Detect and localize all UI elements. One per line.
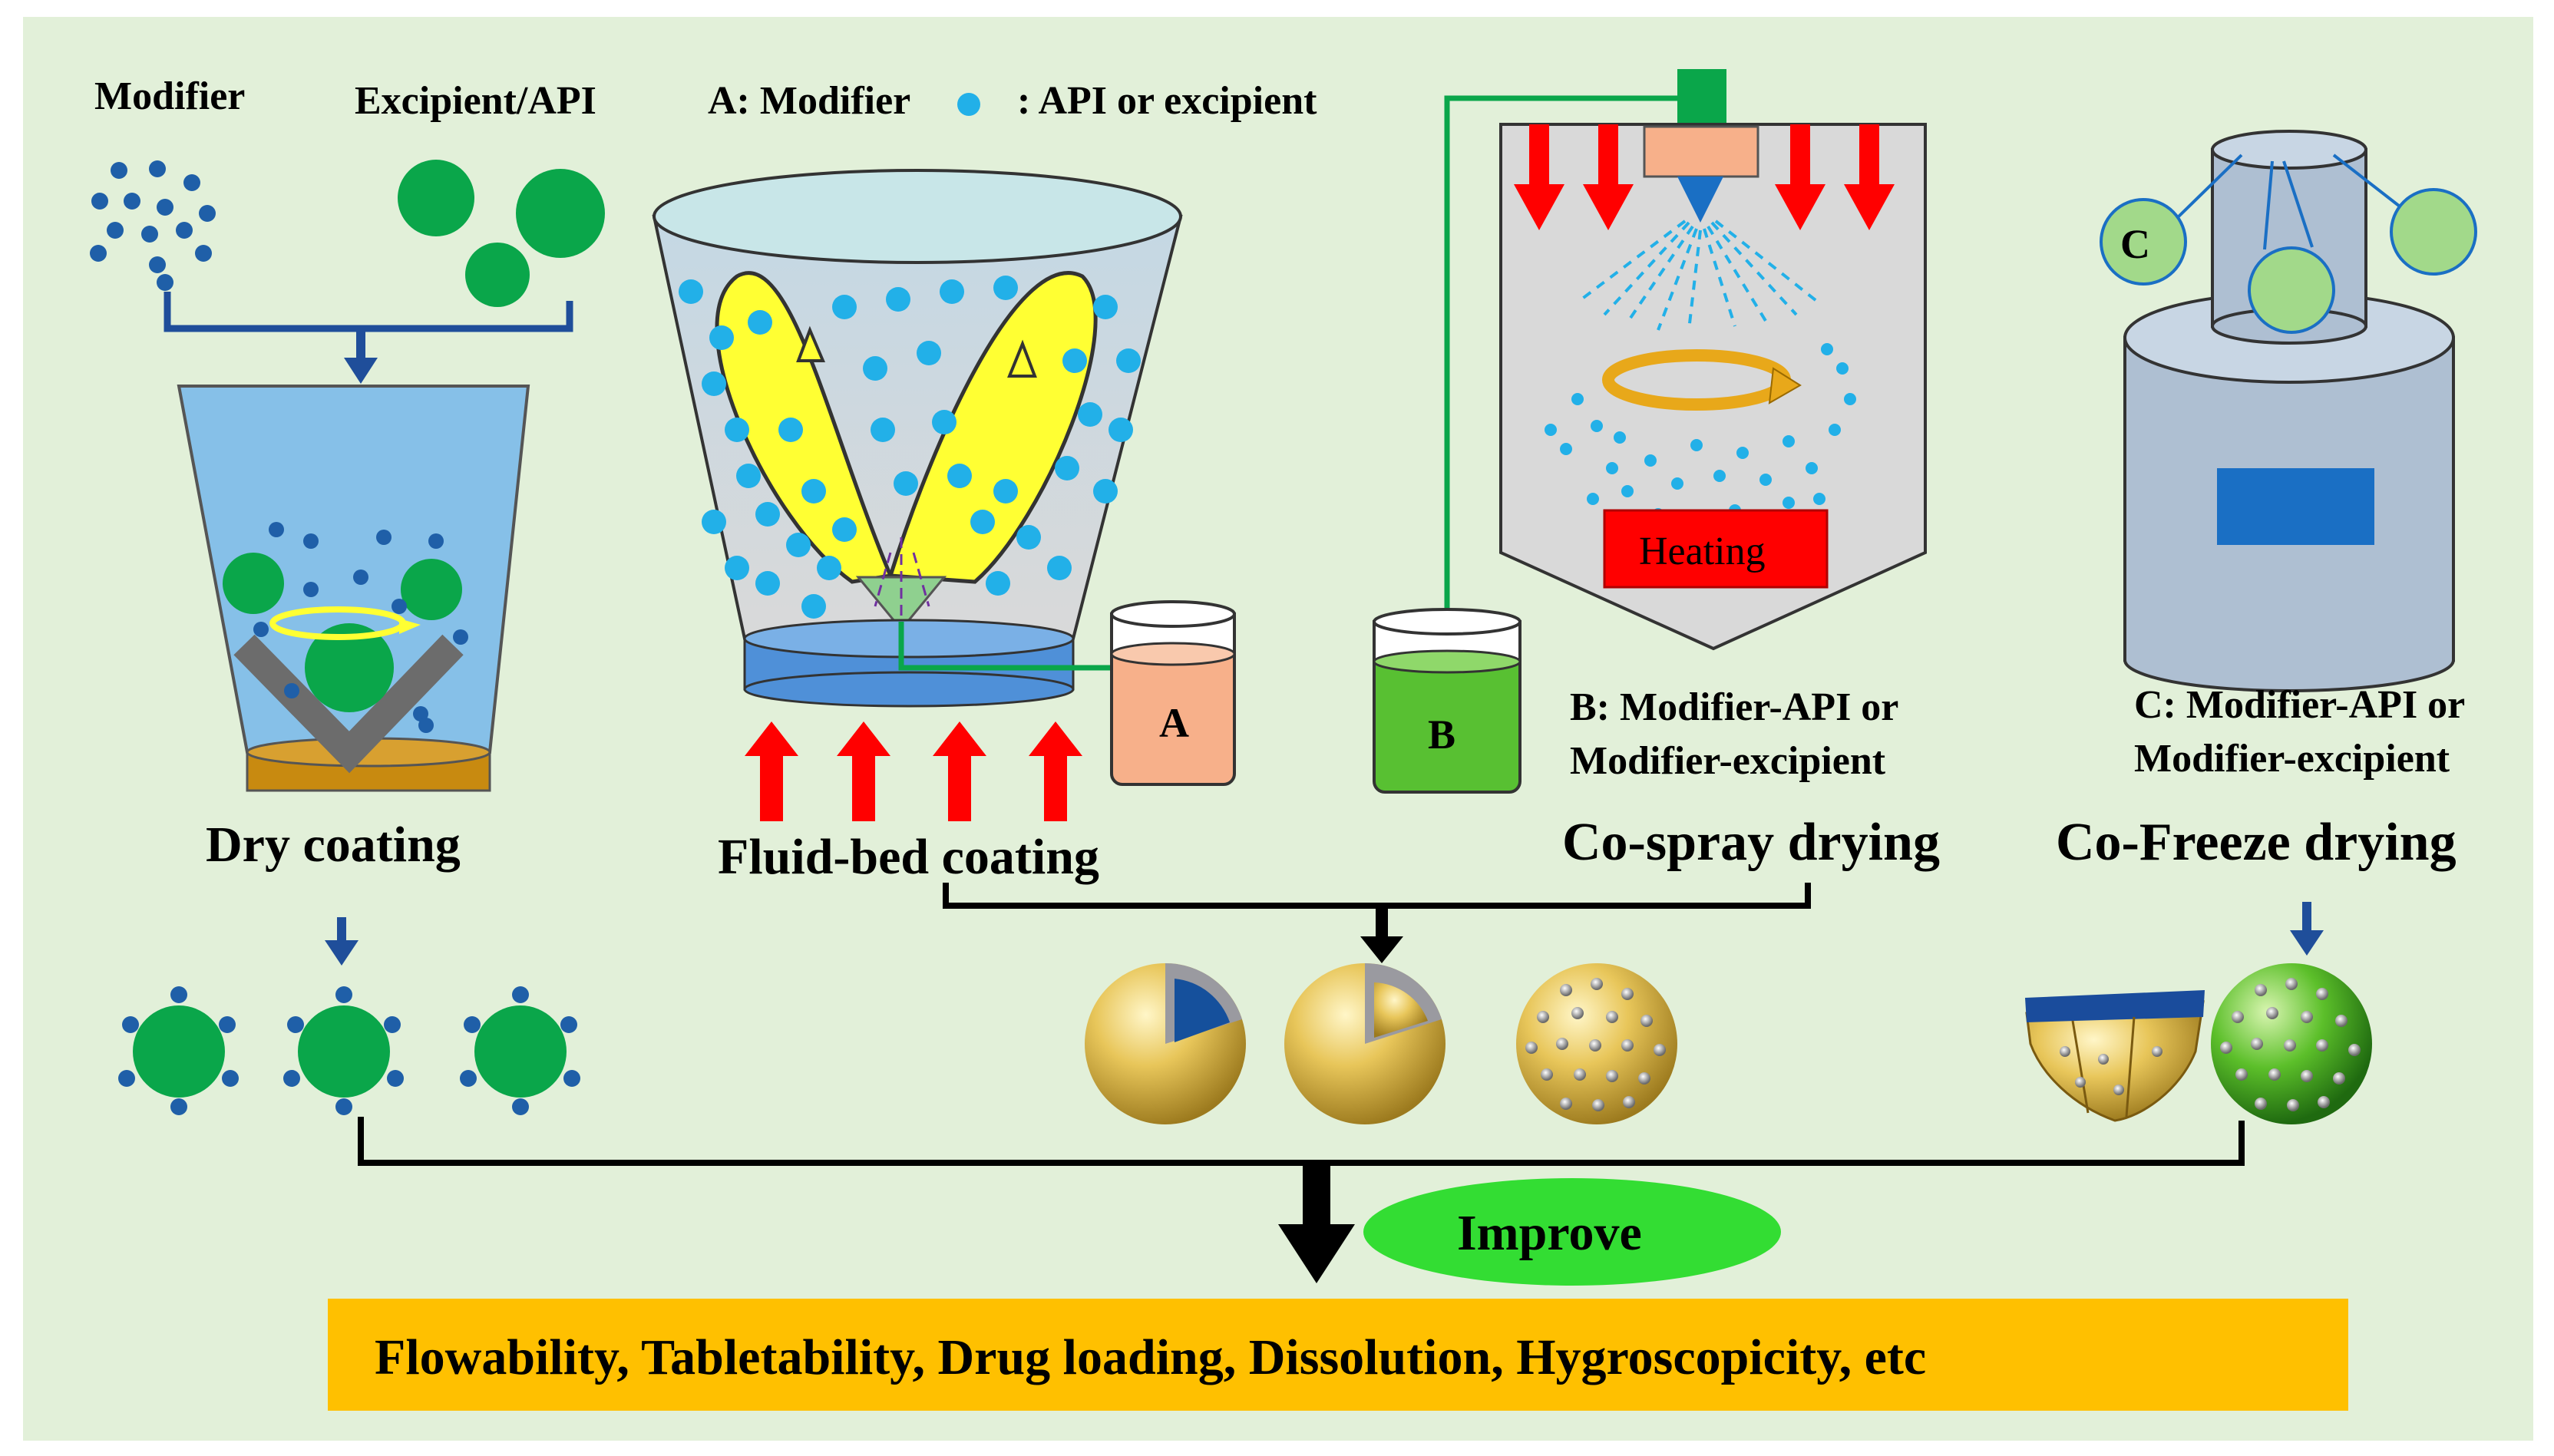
spray-chamber (1499, 123, 1927, 651)
legend-api-label: : API or excipient (1017, 79, 1317, 123)
hollow-shell-particle (1284, 963, 1446, 1124)
excipient-api-label: Excipient/API (355, 79, 596, 123)
matrix-particle-gold (1516, 963, 1677, 1124)
b-description-line1: B: Modifier-API or (1570, 685, 1898, 729)
beaker-a-label: A (1159, 700, 1189, 746)
beaker-b-label: B (1428, 711, 1455, 758)
c-description-line2: Modifier-excipient (2134, 737, 2450, 781)
feed-line-b (1444, 95, 1681, 660)
fluid-bed-chamber (652, 169, 1183, 708)
benefits-box (328, 1299, 2348, 1411)
beaker-a (1110, 600, 1236, 786)
matrix-particle-green (2211, 963, 2372, 1124)
heat-arrows-top (1514, 124, 1895, 230)
co-spray-title: Co-spray drying (1562, 813, 1940, 872)
b-description-line2: Modifier-excipient (1570, 739, 1886, 783)
freeze-c-label: C (2120, 221, 2150, 267)
dry-coating-vessel (177, 385, 530, 792)
legend-modifier-label: A: Modifier (708, 79, 910, 123)
benefits-text: Flowability, Tabletability, Drug loading… (375, 1329, 1926, 1385)
heat-arrows-bottom (745, 721, 1082, 821)
pump-icon (1677, 69, 1726, 123)
freeze-dryer (2100, 130, 2477, 692)
c-description-line1: C: Modifier-API or (2134, 683, 2465, 727)
beaker-b (1373, 608, 1521, 794)
fluid-bed-title: Fluid-bed coating (718, 829, 1099, 885)
feed-line-a (898, 622, 1128, 671)
legend-dot-icon (957, 93, 980, 116)
improve-label: Improve (1457, 1205, 1642, 1261)
dry-coating-title: Dry coating (206, 817, 461, 873)
outcome-bracket (358, 1117, 2245, 1166)
co-freeze-title: Co-Freeze drying (2056, 813, 2457, 872)
core-shell-particle (1085, 963, 1246, 1124)
modifier-dots-cluster (90, 160, 216, 291)
coated-particles (118, 986, 580, 1115)
excipient-particles (398, 160, 605, 307)
merge-bracket (164, 292, 573, 332)
improve-ellipse (1363, 1178, 1781, 1286)
modifier-label: Modifier (94, 74, 245, 118)
heating-label: Heating (1639, 530, 1766, 573)
porous-cake-particle (2025, 990, 2205, 1122)
spray-bracket (943, 883, 1811, 909)
